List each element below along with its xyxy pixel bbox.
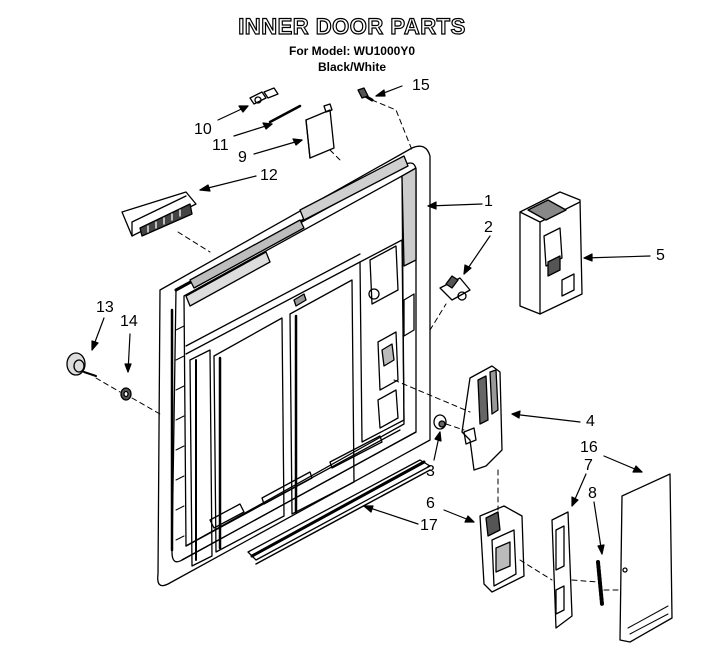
callout-9: 9 [238, 149, 247, 166]
part-7-slide-strip [552, 512, 572, 628]
callout-11: 11 [212, 137, 229, 154]
model-line: For Model: WU1000Y0 [288, 44, 416, 58]
callout-10: 10 [194, 121, 212, 138]
part-16-side-panel [620, 474, 672, 642]
part-3-knob [434, 415, 446, 429]
leader-lines [92, 86, 650, 554]
part-12-vent-bracket [122, 192, 196, 236]
part-5-latch-housing [520, 192, 582, 314]
callout-16: 16 [580, 439, 598, 456]
callout-6: 6 [426, 495, 435, 512]
callout-5: 5 [656, 247, 665, 264]
part-4-latch-lever [462, 366, 502, 470]
part-15-screw [358, 88, 372, 100]
part-13-hinge-knob [67, 353, 96, 376]
part-14-washer [121, 388, 131, 400]
part-10-clip [250, 88, 278, 104]
callout-3: 3 [426, 463, 435, 480]
part-8-spring [598, 562, 602, 604]
callout-8: 8 [588, 485, 597, 502]
callout-1: 1 [484, 193, 493, 210]
part-6-latch-bracket [480, 506, 524, 592]
callout-14: 14 [120, 313, 138, 330]
part-11-pin [270, 106, 300, 122]
inner-door-panel [158, 146, 430, 585]
callout-4: 4 [586, 413, 595, 430]
callout-15: 15 [412, 77, 430, 94]
callout-2: 2 [484, 219, 493, 236]
callout-13: 13 [96, 299, 114, 316]
callout-12: 12 [260, 167, 278, 184]
part-9-cover [306, 104, 334, 158]
diagram-title: INNER DOOR PARTS [238, 13, 466, 39]
callout-7: 7 [584, 457, 593, 474]
part-2-clip [440, 276, 470, 300]
color-line: Black/White [317, 60, 386, 74]
part-17-bottom-strip [248, 460, 430, 564]
callout-17: 17 [420, 517, 438, 534]
